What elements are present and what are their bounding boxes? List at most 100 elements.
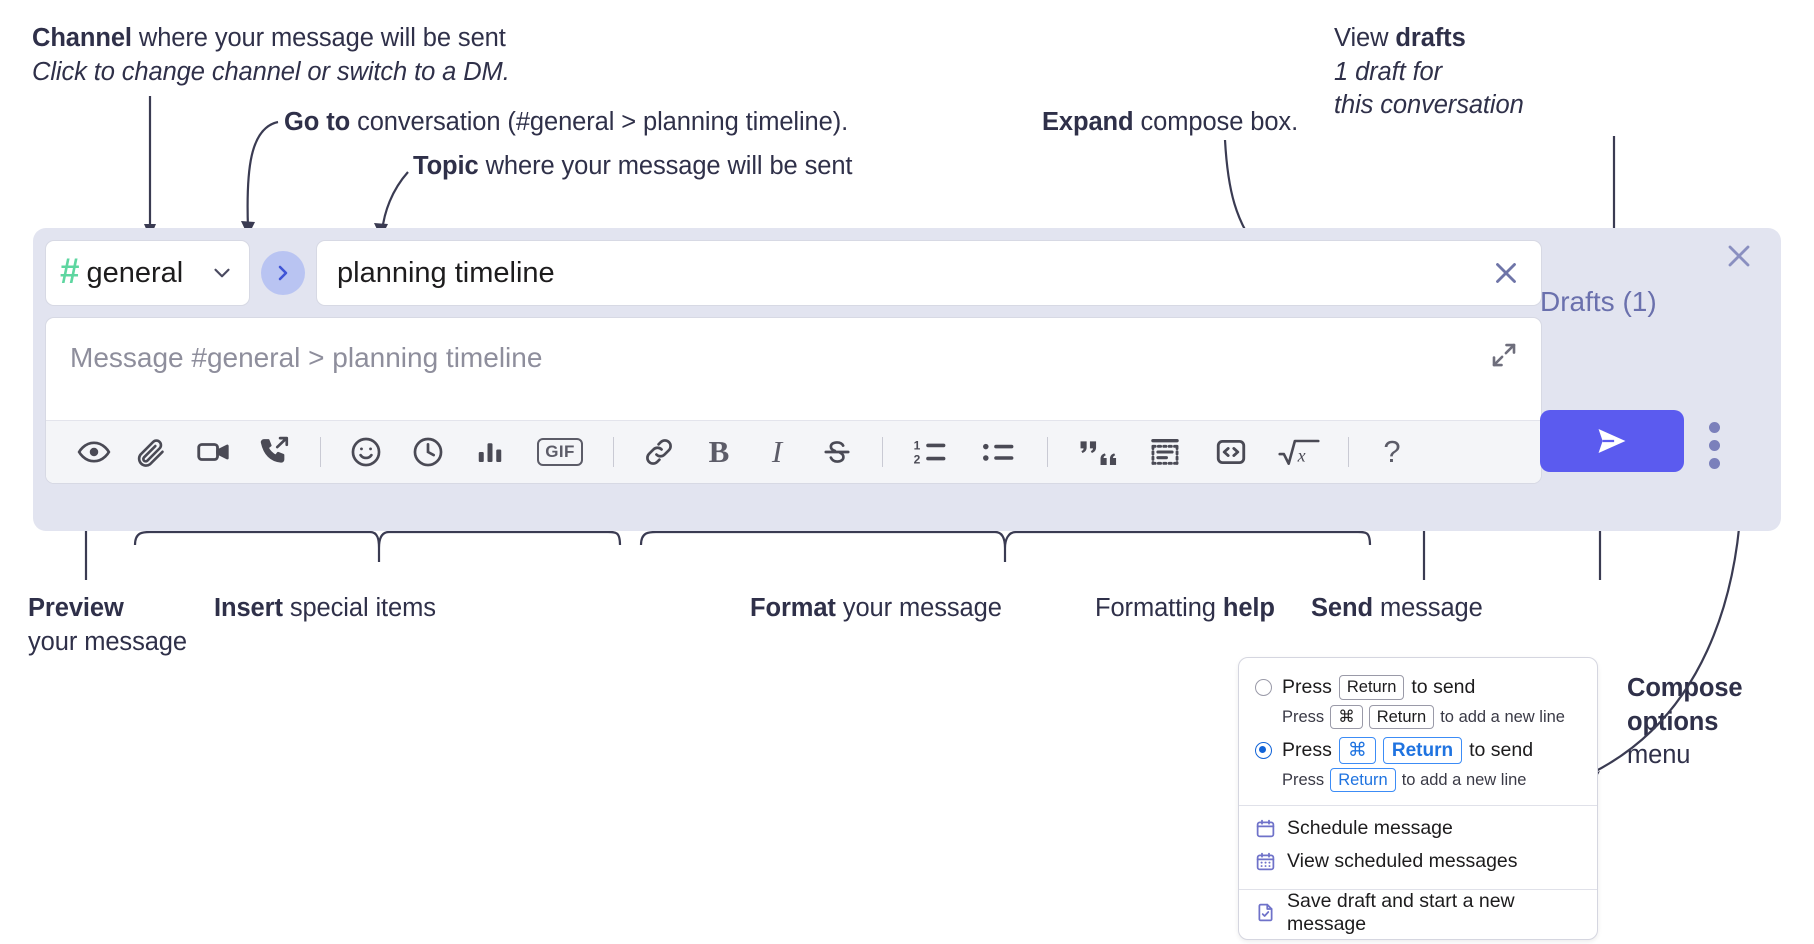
save-draft-icon <box>1255 902 1276 923</box>
annotation-expand-bold: Expand <box>1042 108 1134 136</box>
help-label: ? <box>1383 434 1401 469</box>
topic-value: planning timeline <box>337 256 555 289</box>
blockquote-icon[interactable] <box>1062 421 1132 484</box>
menu-item-label: View scheduled messages <box>1287 850 1518 872</box>
option2-tail: to send <box>1469 739 1534 761</box>
menu-item-label: Schedule message <box>1287 817 1453 839</box>
annotation-compose-options: Compose options menu <box>1627 672 1743 773</box>
expand-icon[interactable] <box>1489 340 1519 370</box>
gif-label: GIF <box>537 438 583 466</box>
inline-code-icon[interactable] <box>1198 421 1264 484</box>
divider <box>1047 437 1048 467</box>
clock-icon[interactable] <box>397 421 459 484</box>
preview-icon[interactable] <box>68 421 120 484</box>
annotation-send: Send message <box>1311 592 1483 626</box>
svg-text:x: x <box>1297 446 1306 466</box>
option1-sub-tail: to add a new line <box>1440 707 1565 726</box>
topic-input[interactable]: planning timeline <box>316 240 1542 306</box>
menu-item-view-scheduled-messages[interactable]: View scheduled messages <box>1239 845 1597 878</box>
annotation-expand: Expand compose box. <box>1042 106 1298 140</box>
key-return: Return <box>1368 704 1435 730</box>
annotation-help-rest: Formatting <box>1095 594 1223 622</box>
annotation-compose-options-line3: menu <box>1627 741 1691 770</box>
option-press-return-to-send[interactable]: Press Return to send <box>1239 672 1597 703</box>
strikethrough-icon[interactable] <box>806 421 868 484</box>
ordered-list-icon[interactable]: 1 2 <box>897 421 965 484</box>
option2-press: Press <box>1282 739 1332 761</box>
drafts-link[interactable]: Drafts (1) <box>1540 286 1657 318</box>
radio-unselected[interactable] <box>1255 679 1272 696</box>
bold-icon[interactable]: B <box>690 421 748 484</box>
annotation-goto: Go to conversation (#general > planning … <box>284 106 848 140</box>
help-icon[interactable]: ? <box>1363 421 1421 484</box>
option-press-cmd-return-to-send[interactable]: Press ⌘ Return to send <box>1239 735 1597 766</box>
close-icon[interactable] <box>1489 256 1523 290</box>
key-return: Return <box>1338 675 1405 700</box>
annotation-goto-bold: Go to <box>284 108 351 136</box>
message-placeholder: Message #general > planning timeline <box>70 342 543 373</box>
chevron-down-icon <box>209 260 235 286</box>
option2-sub-press: Press <box>1282 770 1325 789</box>
compose-header-row: # general planning timeline <box>45 240 1542 306</box>
annotation-channel-rest: where your message will be sent <box>131 24 506 52</box>
menu-divider <box>1239 805 1597 806</box>
radio-selected[interactable] <box>1255 742 1272 759</box>
annotation-goto-rest: conversation (#general > planning timeli… <box>350 108 849 136</box>
annotation-drafts: View drafts 1 draft for this conversatio… <box>1334 22 1524 123</box>
call-forward-icon[interactable] <box>244 421 306 484</box>
annotation-insert: Insert special items <box>214 592 436 626</box>
annotation-preview-line2: your message <box>28 627 187 656</box>
key-return: Return <box>1330 767 1396 793</box>
menu-item-schedule-message[interactable]: Schedule message <box>1239 812 1597 845</box>
key-return: Return <box>1382 736 1463 765</box>
formatting-toolbar: GIF B I 1 2 <box>46 420 1541 483</box>
divider <box>1348 437 1349 467</box>
annotation-drafts-line3: this conversation <box>1334 91 1524 120</box>
italic-label: I <box>771 434 783 469</box>
poll-icon[interactable] <box>459 421 521 484</box>
channel-selector-button[interactable]: # general <box>45 240 250 306</box>
send-icon <box>1592 424 1632 458</box>
bulleted-list-icon[interactable] <box>965 421 1033 484</box>
option1-sub-press: Press <box>1282 707 1325 726</box>
annotation-compose-options-line1: Compose <box>1627 674 1743 702</box>
hash-icon: # <box>60 251 80 291</box>
attach-icon[interactable] <box>120 421 182 484</box>
close-icon[interactable] <box>1721 238 1757 274</box>
option2-sub-tail: to add a new line <box>1401 770 1527 789</box>
annotation-channel-bold: Channel <box>32 24 132 52</box>
divider <box>613 437 614 467</box>
link-icon[interactable] <box>628 421 690 484</box>
option2-text: Press ⌘ Return to send <box>1282 736 1534 765</box>
annotation-preview-bold: Preview <box>28 594 124 622</box>
more-vertical-icon[interactable] <box>1709 422 1720 469</box>
math-icon[interactable]: x <box>1264 421 1334 484</box>
annotation-send-bold: Send <box>1311 594 1373 622</box>
annotation-expand-rest: compose box. <box>1133 108 1299 136</box>
calendar-days-icon <box>1255 851 1276 872</box>
option2-subtext: Press Return to add a new line <box>1239 766 1597 794</box>
menu-item-save-draft[interactable]: Save draft and start a new message <box>1239 890 1597 935</box>
annotation-compose-options-line2: options <box>1627 707 1719 736</box>
goto-conversation-button[interactable] <box>261 251 305 295</box>
drafts-label: Drafts (1) <box>1540 286 1657 317</box>
video-icon[interactable] <box>182 421 244 484</box>
emoji-icon[interactable] <box>335 421 397 484</box>
code-block-icon[interactable] <box>1132 421 1198 484</box>
message-input[interactable]: Message #general > planning timeline <box>46 318 1541 420</box>
annotation-preview: Preview your message <box>28 592 187 659</box>
annotation-insert-rest: special items <box>282 594 436 622</box>
calendar-icon <box>1255 818 1276 839</box>
send-button[interactable] <box>1540 410 1684 472</box>
gif-icon[interactable]: GIF <box>521 421 599 484</box>
option1-text: Press Return to send <box>1282 675 1475 700</box>
svg-text:2: 2 <box>914 452 921 466</box>
svg-text:1: 1 <box>914 439 921 453</box>
italic-icon[interactable]: I <box>748 421 806 484</box>
annotation-drafts-bold: drafts <box>1395 24 1466 52</box>
annotation-channel-sub: Click to change channel or switch to a D… <box>32 57 510 86</box>
channel-name: general <box>86 256 184 289</box>
compose-box: # general planning timeline Messag <box>33 228 1781 531</box>
annotation-topic: Topic where your message will be sent <box>413 150 853 184</box>
annotation-help-bold: help <box>1222 594 1275 622</box>
